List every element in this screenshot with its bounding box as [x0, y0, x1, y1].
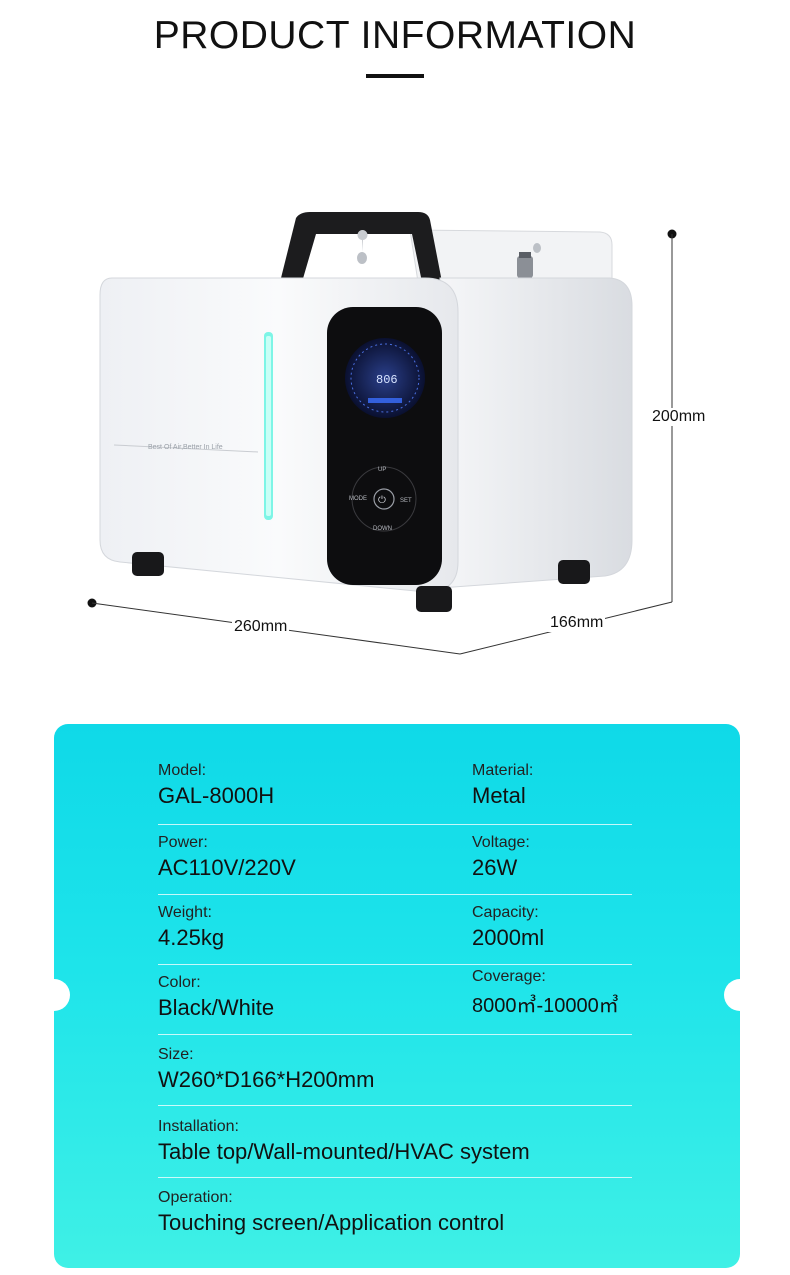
- spec-value: Table top/Wall-mounted/HVAC system: [158, 1139, 530, 1164]
- spec-capacity: Capacity: 2000ml: [472, 904, 544, 951]
- spec-card: Model: GAL-8000H Material: Metal Power: …: [54, 724, 740, 1268]
- page-title: PRODUCT INFORMATION: [153, 14, 637, 57]
- display-screen: [345, 338, 425, 418]
- spec-value: 26W: [472, 855, 518, 880]
- spec-label: Voltage:: [472, 834, 530, 851]
- card-notch: [724, 979, 740, 1011]
- spec-value: GAL-8000H: [158, 783, 275, 808]
- power-icon[interactable]: ⏻: [378, 495, 386, 506]
- spec-label: Size:: [158, 1046, 194, 1063]
- spec-row: Installation: Table top/Wall-mounted/HVA…: [158, 1116, 632, 1178]
- diffuser-drawing: Best Of Air,Better In Life 806 ⏻ UP MODE…: [87, 212, 677, 655]
- spec-size: Size: W260*D166*H200mm: [158, 1046, 374, 1093]
- spec-operation: Operation: Touching screen/Application c…: [158, 1189, 504, 1236]
- spec-row: Weight: 4.25kg Capacity: 2000ml: [158, 902, 632, 965]
- spec-label: Model:: [158, 762, 207, 779]
- slogan-text: Best Of Air,Better In Life: [148, 444, 223, 451]
- spec-value: W260*D166*H200mm: [158, 1067, 375, 1092]
- spec-voltage: Voltage: 26W: [472, 834, 530, 881]
- foot: [132, 552, 164, 576]
- display-readout: 806: [376, 373, 398, 387]
- spec-label: Weight:: [158, 904, 212, 921]
- mode-button[interactable]: MODE: [349, 496, 367, 502]
- spec-model: Model: GAL-8000H: [158, 762, 274, 809]
- spec-label: Coverage:: [472, 968, 546, 985]
- spec-weight: Weight: 4.25kg: [158, 904, 224, 951]
- down-button[interactable]: DOWN: [373, 526, 392, 532]
- spec-row: Color: Black/White Coverage: 8000㎥-10000…: [158, 968, 632, 1035]
- spec-label: Material:: [472, 762, 534, 779]
- spec-power: Power: AC110V/220V: [158, 834, 296, 881]
- foot: [558, 560, 590, 584]
- spec-row: Power: AC110V/220V Voltage: 26W: [158, 832, 632, 895]
- spec-value: Black/White: [158, 995, 275, 1020]
- spec-value: Metal: [472, 783, 526, 808]
- spec-row: Operation: Touching screen/Application c…: [158, 1188, 632, 1249]
- spec-material: Material: Metal: [472, 762, 533, 809]
- spec-label: Power:: [158, 834, 208, 851]
- spec-value: 8000㎥-10000㎥: [472, 995, 619, 1017]
- spec-value: Touching screen/Application control: [158, 1210, 505, 1235]
- spec-value: AC110V/220V: [158, 855, 296, 880]
- depth-dimension: 166mm: [548, 614, 606, 632]
- spec-color: Color: Black/White: [158, 974, 274, 1021]
- spec-value: 2000ml: [472, 925, 545, 950]
- spec-coverage: Coverage: 8000㎥-10000㎥: [472, 968, 619, 1018]
- spec-installation: Installation: Table top/Wall-mounted/HVA…: [158, 1118, 530, 1165]
- spec-row: Model: GAL-8000H Material: Metal: [158, 762, 632, 825]
- spec-label: Installation:: [158, 1118, 239, 1135]
- spec-label: Capacity:: [472, 904, 539, 921]
- card-notch: [54, 979, 70, 1011]
- up-button[interactable]: UP: [378, 467, 386, 473]
- title-underline: [366, 74, 424, 78]
- height-dimension: 200mm: [650, 408, 708, 426]
- spec-label: Color:: [158, 974, 201, 991]
- spec-value: 4.25kg: [158, 925, 225, 950]
- spec-label: Operation:: [158, 1189, 233, 1206]
- product-illustration: Best Of Air,Better In Life 806 ⏻ UP MODE…: [0, 100, 790, 700]
- spec-row: Size: W260*D166*H200mm: [158, 1044, 632, 1106]
- foot: [416, 586, 452, 612]
- set-button[interactable]: SET: [400, 498, 412, 504]
- width-dimension: 260mm: [232, 618, 290, 636]
